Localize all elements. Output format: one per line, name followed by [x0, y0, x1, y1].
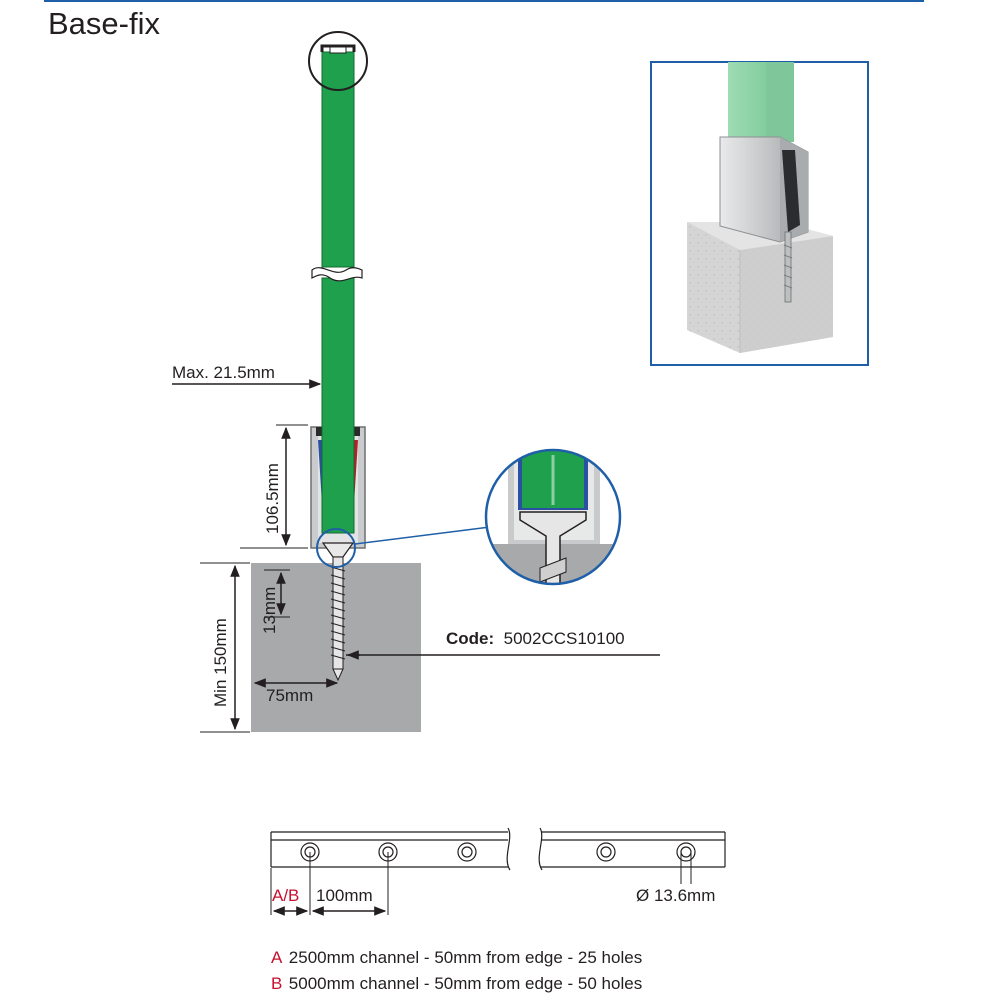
page-title: Base-fix: [48, 6, 160, 41]
channel-strip: [270, 827, 726, 871]
hole-diameter-label: Ø 13.6mm: [636, 886, 715, 905]
min-depth-label: Min 150mm: [211, 618, 230, 707]
note-b: B 5000mm channel - 50mm from edge - 50 h…: [271, 974, 642, 993]
code-prefix: Code:: [446, 629, 494, 648]
product-code: Code: 5002CCS10100: [446, 629, 625, 648]
top-detail-circle: [308, 31, 368, 91]
note-a: A 2500mm channel - 50mm from edge - 25 h…: [271, 948, 642, 967]
break-mark: [311, 267, 363, 282]
max-glass-label: Max. 21.5mm: [172, 363, 275, 382]
top-rule: [44, 0, 924, 2]
screw-depth-label: 13mm: [260, 587, 279, 634]
glass-panel: [321, 51, 355, 268]
zoom-detail: [486, 450, 620, 584]
hole-spacing-label: 100mm: [316, 886, 373, 905]
edge-offset-label: 75mm: [266, 686, 313, 705]
channel-holes: [300, 842, 696, 862]
product-inset-render: [687, 62, 833, 353]
screw-shank: [332, 556, 344, 670]
screw-head: [321, 542, 355, 558]
code-value: 5002CCS10100: [504, 629, 625, 648]
ab-marker-label: A/B: [272, 886, 299, 905]
channel-height-label: 106.5mm: [263, 463, 282, 534]
screw-detail-circle: [316, 528, 356, 568]
